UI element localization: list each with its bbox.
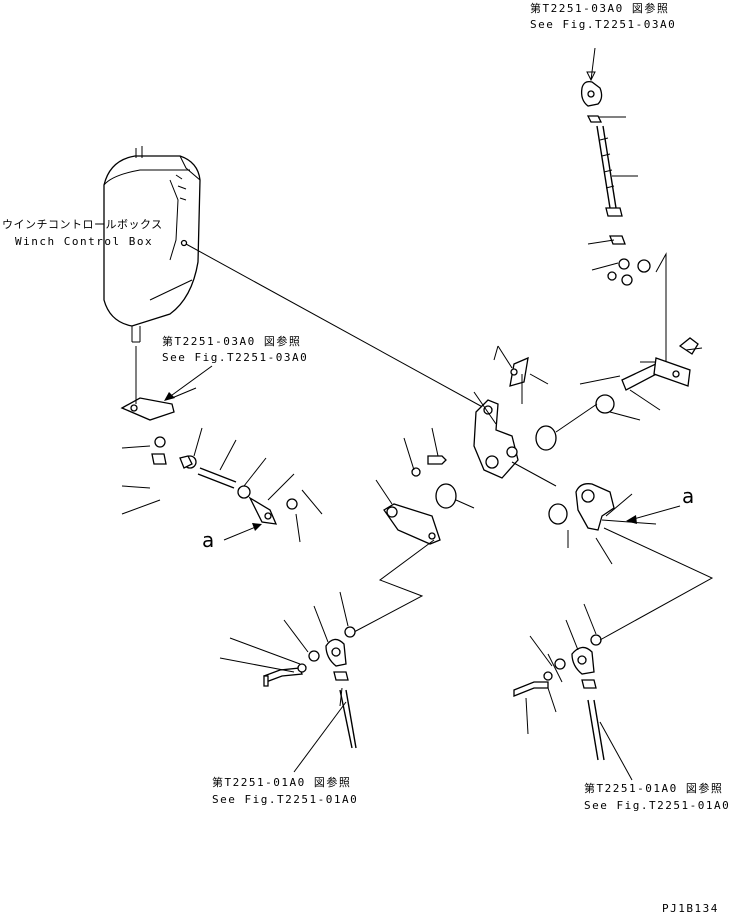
- connecting-rod-line: [186, 244, 488, 410]
- winch-box-jp: ウインチコントロールボックス: [2, 218, 163, 231]
- left-lever: [354, 428, 474, 632]
- left-linkage: [122, 346, 322, 542]
- ref-top-jp: 第T2251-03A0 図参照: [530, 2, 670, 15]
- bottom-right-linkage: [514, 528, 712, 780]
- ref-top-en: See Fig.T2251-03A0: [530, 18, 677, 31]
- ref-bottom-right-jp: 第T2251-01A0 図参照: [584, 782, 724, 795]
- winch-control-box: [104, 146, 200, 342]
- top-rod-assembly: [582, 48, 666, 362]
- winch-box-en: Winch Control Box: [15, 235, 154, 248]
- pin-assembly: [556, 338, 702, 432]
- ref-bottom-right-en: See Fig.T2251-01A0: [584, 799, 731, 812]
- ref-left-mid-en: See Fig.T2251-03A0: [162, 351, 309, 364]
- ref-left-mid-jp: 第T2251-03A0 図参照: [162, 335, 302, 348]
- drawing-code: PJ1B134: [662, 902, 719, 915]
- bottom-left-linkage: [220, 592, 356, 772]
- marker-arrows: [164, 366, 680, 540]
- marker-a-right: a: [682, 484, 695, 508]
- right-lever: [512, 462, 656, 564]
- bellcrank-assembly: [436, 346, 556, 508]
- ref-bottom-left-jp: 第T2251-01A0 図参照: [212, 776, 352, 789]
- marker-a-left: a: [202, 528, 215, 552]
- ref-bottom-left-en: See Fig.T2251-01A0: [212, 793, 359, 806]
